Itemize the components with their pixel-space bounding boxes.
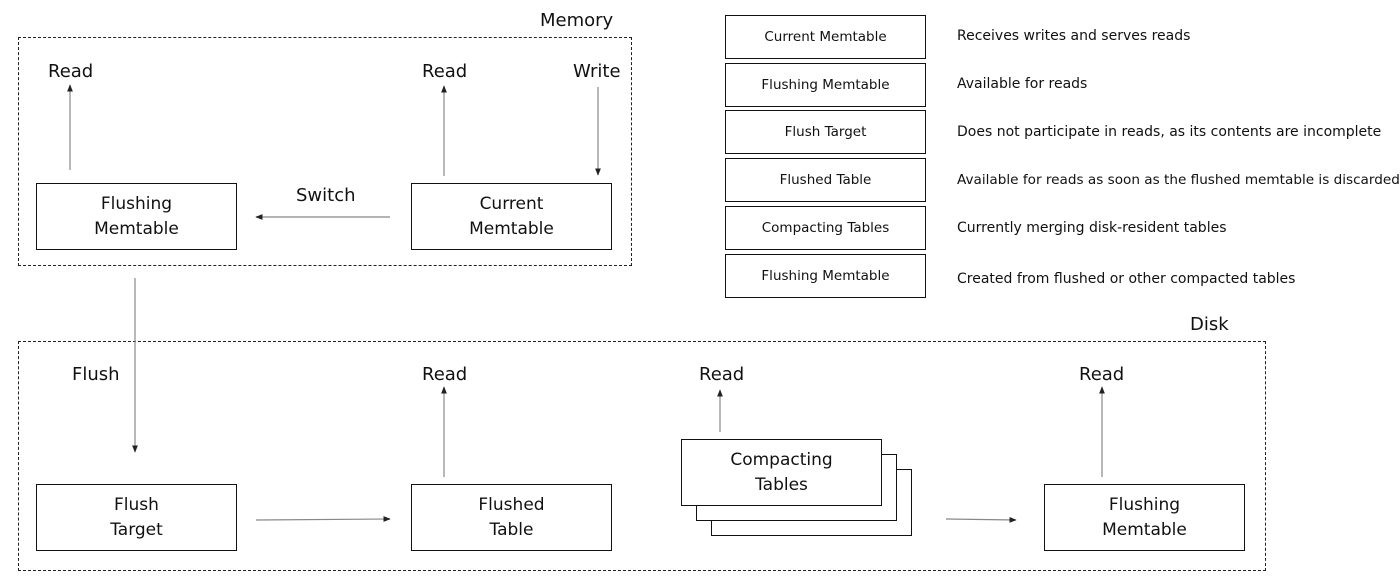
legend-item-line2: Memtable [819,28,887,45]
legend-current-memtable-desc: Receives writes and serves reads [957,28,1191,44]
legend-item-line1: Flushing [761,267,818,284]
legend-flush-target-box: Flush Target [725,110,926,154]
flushing-memtable-box: Flushing Memtable [36,183,237,250]
flush-target-line2: Target [110,519,163,540]
flushed-table-line1: Flushed [478,494,545,515]
legend-item-line1: Compacting [761,219,844,236]
legend-item-line1: Current [764,28,816,45]
legend-item-line1: Flush [784,123,821,140]
read-label-current-memtable: Read [422,61,468,82]
flushing-memtable-disk-box: Flushing Memtable [1044,484,1245,551]
flushed-table-line2: Table [489,519,534,540]
flush-target-line1: Flush [114,494,159,515]
compacting-tables-line1: Compacting [730,449,833,470]
legend-item-line1: Flushed [779,171,833,188]
flushed-table-box: Flushed Table [411,484,612,551]
compacting-to-flushing-memtable-arrow [945,517,1017,523]
switch-label: Switch [296,185,356,206]
flushing-memtable-line2: Memtable [94,218,179,239]
memory-zone-label: Memory [540,10,614,31]
disk-zone-label: Disk [1190,314,1229,335]
compacting-tables-line2: Tables [755,474,808,495]
flushing-memtable-line1: Flushing [100,193,173,214]
flushing-memtable-disk-line2: Memtable [1102,519,1187,540]
compacting-tables-box: Compacting Tables [681,439,882,506]
legend-flushing-memtable-created-box: Flushing Memtable [725,254,926,298]
legend-flush-target-desc: Does not participate in reads, as its co… [957,124,1382,140]
legend-item-line2: Memtable [822,76,890,93]
read-label-flushed-table: Read [422,364,468,385]
legend-compacting-tables-desc: Currently merging disk-resident tables [957,220,1227,236]
flush-label: Flush [72,364,120,385]
legend-flushed-table-desc: Available for reads as soon as the flush… [957,172,1400,188]
memory-zone [18,37,632,266]
current-memtable-box: Current Memtable [411,183,612,250]
legend-item-line2: Table [836,171,872,188]
flush-target-box: Flush Target [36,484,237,551]
legend-compacting-tables-box: Compacting Tables [725,206,926,250]
legend-flushed-table-box: Flushed Table [725,158,926,202]
legend-flushing-memtable-created-desc: Created from flushed or other compacted … [957,271,1296,287]
current-memtable-line2: Memtable [469,218,554,239]
legend-item-line2: Tables [847,219,890,236]
legend-item-line1: Flushing [761,76,818,93]
write-label: Write [573,61,621,82]
legend-item-line2: Memtable [822,267,890,284]
legend-current-memtable-box: Current Memtable [725,15,926,59]
read-label-compacting-tables: Read [699,364,745,385]
read-label-flushing-memtable: Read [48,61,94,82]
flush-target-to-flushed-table-arrow [255,516,391,522]
legend-flushing-memtable-desc: Available for reads [957,76,1088,92]
flushing-memtable-disk-line1: Flushing [1108,494,1181,515]
current-memtable-line1: Current [479,193,544,214]
legend-item-line2: Target [824,123,867,140]
read-label-flushing-memtable-disk: Read [1079,364,1125,385]
disk-zone [18,341,1266,571]
legend-flushing-memtable-box: Flushing Memtable [725,63,926,107]
